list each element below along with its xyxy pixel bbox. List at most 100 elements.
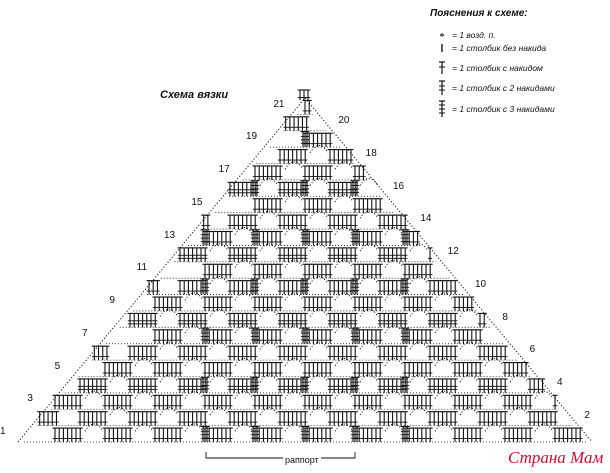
stitch-symbol xyxy=(160,394,166,410)
chain-arc xyxy=(309,308,329,317)
stitch-symbol xyxy=(410,394,416,410)
stitch-symbol xyxy=(56,394,62,410)
stitch-symbol xyxy=(210,329,216,344)
stitch-symbol xyxy=(348,247,354,262)
stitch-symbol xyxy=(448,411,454,426)
chain-arc xyxy=(359,374,379,383)
stitch-symbol xyxy=(215,362,221,377)
stitch-symbol xyxy=(100,345,106,361)
stitch-symbol xyxy=(219,362,225,377)
stitch-symbol xyxy=(300,425,306,442)
stitch-symbol xyxy=(181,411,187,426)
stitch-symbol xyxy=(502,362,508,377)
stitch-symbol xyxy=(285,214,291,230)
stitch-symbol xyxy=(427,362,433,377)
stitch-symbol xyxy=(306,263,312,279)
stitch-symbol xyxy=(69,394,75,410)
stitch-symbol xyxy=(404,278,410,295)
stitch-symbol xyxy=(294,181,300,197)
stitch-symbol xyxy=(327,329,333,344)
stitch-symbol xyxy=(110,394,116,410)
stitch-symbol xyxy=(319,230,325,246)
stitch-symbol xyxy=(156,329,162,344)
stitch-symbol xyxy=(540,411,546,426)
stitch-symbol xyxy=(131,378,137,393)
stitch-symbol xyxy=(377,263,383,279)
stitch-symbol xyxy=(323,230,329,246)
stitch-symbol xyxy=(385,214,391,230)
stitch-symbol xyxy=(323,198,329,213)
stitch-symbol xyxy=(160,427,166,442)
stitch-symbol xyxy=(181,345,187,361)
stitch-symbol xyxy=(177,345,183,361)
stitch-symbol xyxy=(369,329,375,344)
row-number: 14 xyxy=(420,213,432,225)
stitch-symbol xyxy=(385,280,391,295)
stitch-symbol xyxy=(377,329,383,344)
stitch-symbol xyxy=(315,329,321,344)
stitch-symbol xyxy=(423,427,429,442)
stitch-symbol xyxy=(102,362,108,377)
stitch-symbol xyxy=(419,362,425,377)
stitch-symbol xyxy=(152,312,158,328)
stitch-symbol xyxy=(194,247,200,262)
stitch-symbol xyxy=(254,376,260,393)
stitch-symbol xyxy=(177,247,183,262)
stitch-symbol xyxy=(250,180,256,197)
stitch-symbol xyxy=(302,362,308,377)
stitch-symbol xyxy=(294,214,300,230)
stitch-symbol xyxy=(402,214,408,230)
stitch-symbol xyxy=(348,411,354,426)
stitch-symbol xyxy=(348,312,354,328)
row-number: 2 xyxy=(584,409,590,421)
stitch-symbol xyxy=(227,427,233,442)
legend-item-label: = 1 столбик с 3 накидами xyxy=(452,104,555,114)
stitch-symbol xyxy=(323,296,329,311)
stitch-symbol xyxy=(354,180,360,197)
stitch-symbol xyxy=(206,362,212,377)
stitch-symbol xyxy=(277,230,283,246)
stitch-symbol xyxy=(148,411,154,426)
stitch-symbol xyxy=(427,394,433,410)
stitch-symbol xyxy=(406,394,412,410)
stitch-symbol xyxy=(98,378,104,393)
stitch-symbol xyxy=(381,280,387,295)
stitch-symbol xyxy=(402,312,408,328)
stitch-symbol xyxy=(510,394,516,410)
chain-arc xyxy=(309,374,329,383)
stitch-symbol xyxy=(331,149,337,164)
stitch-symbol xyxy=(194,345,200,361)
stitch-symbol xyxy=(306,165,312,180)
chain-arc xyxy=(234,226,254,236)
stitch-symbol xyxy=(235,378,241,393)
chain-arc xyxy=(259,308,279,317)
stitch-symbol xyxy=(252,411,258,426)
chain-arc xyxy=(409,341,429,350)
stitch-symbol xyxy=(477,394,483,410)
stitch-symbol xyxy=(277,329,283,344)
stitch-symbol xyxy=(394,345,400,361)
stitch-symbol xyxy=(519,427,525,442)
row-number: 7 xyxy=(82,327,88,339)
chain-arc xyxy=(234,292,254,301)
stitch-symbol xyxy=(302,312,308,328)
stitch-symbol xyxy=(204,229,210,246)
stitch-symbol xyxy=(235,312,241,328)
stitch-symbol xyxy=(331,247,337,262)
chain-arc xyxy=(134,358,154,367)
stitch-symbol xyxy=(281,312,287,328)
chain-arc xyxy=(134,390,154,399)
stitch-symbol xyxy=(144,411,150,426)
chain-arc xyxy=(359,308,379,317)
stitch-symbol xyxy=(227,312,233,328)
stitch-symbol xyxy=(369,427,375,442)
stitch-symbol xyxy=(510,427,516,442)
stitch-symbol xyxy=(523,394,529,410)
stitch-symbol xyxy=(477,312,483,328)
stitch-symbol xyxy=(185,345,191,361)
stitch-symbol xyxy=(281,280,287,295)
chain-arc xyxy=(209,243,229,252)
chain-arc xyxy=(434,325,454,334)
stitch-symbol xyxy=(260,394,266,410)
stitch-symbol xyxy=(448,378,454,393)
